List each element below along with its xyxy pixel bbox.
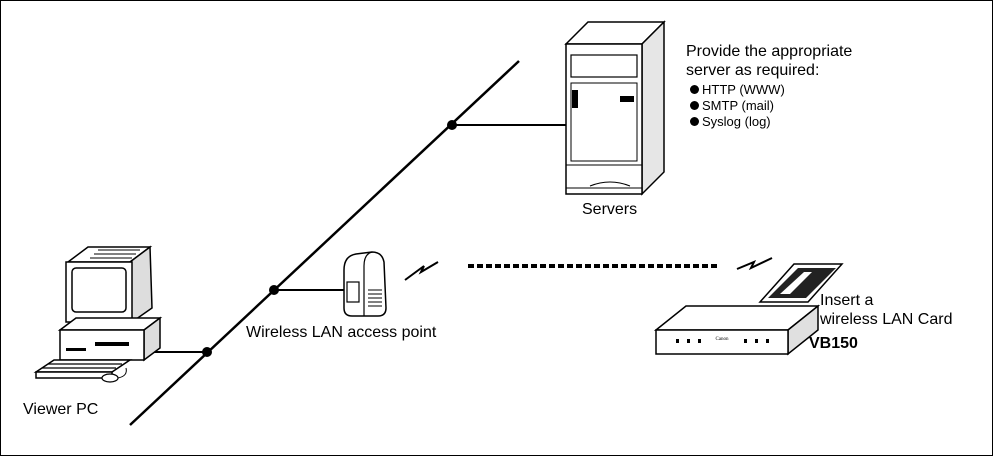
server-note: Provide the appropriate server as requir… [686,42,852,80]
server-junction [447,120,457,130]
card-instruction-line2: wireless LAN Card [820,311,953,328]
wireless-lan-card-icon [758,263,844,303]
access-point-label: Wireless LAN access point [246,324,437,341]
access-point-junction [269,285,279,295]
servers-label: Servers [582,201,638,218]
device-brand: Canon [715,337,729,342]
vb150-device-icon: Canon [653,304,821,356]
server-cabinet-icon [564,20,666,196]
viewer-pc-label: Viewer PC [23,401,99,418]
server-protocol-item: Syslog (log) [690,114,785,130]
card-instruction: Insert a wireless LAN Card [820,291,952,329]
viewer-pc-icon [33,245,163,383]
server-protocol-item: HTTP (WWW) [690,82,785,98]
server-note-line2: server as required: [686,62,820,79]
viewer-junction [202,347,212,357]
network-backbone [129,60,520,426]
server-protocol-list: HTTP (WWW) SMTP (mail) Syslog (log) [690,82,785,130]
access-point-icon [343,251,387,317]
wireless-signal-icon [404,257,773,281]
card-instruction-line1: Insert a [820,292,874,309]
server-note-line1: Provide the appropriate [686,43,853,60]
vb150-label: VB150 [809,335,858,352]
server-protocol-item: SMTP (mail) [690,98,785,114]
